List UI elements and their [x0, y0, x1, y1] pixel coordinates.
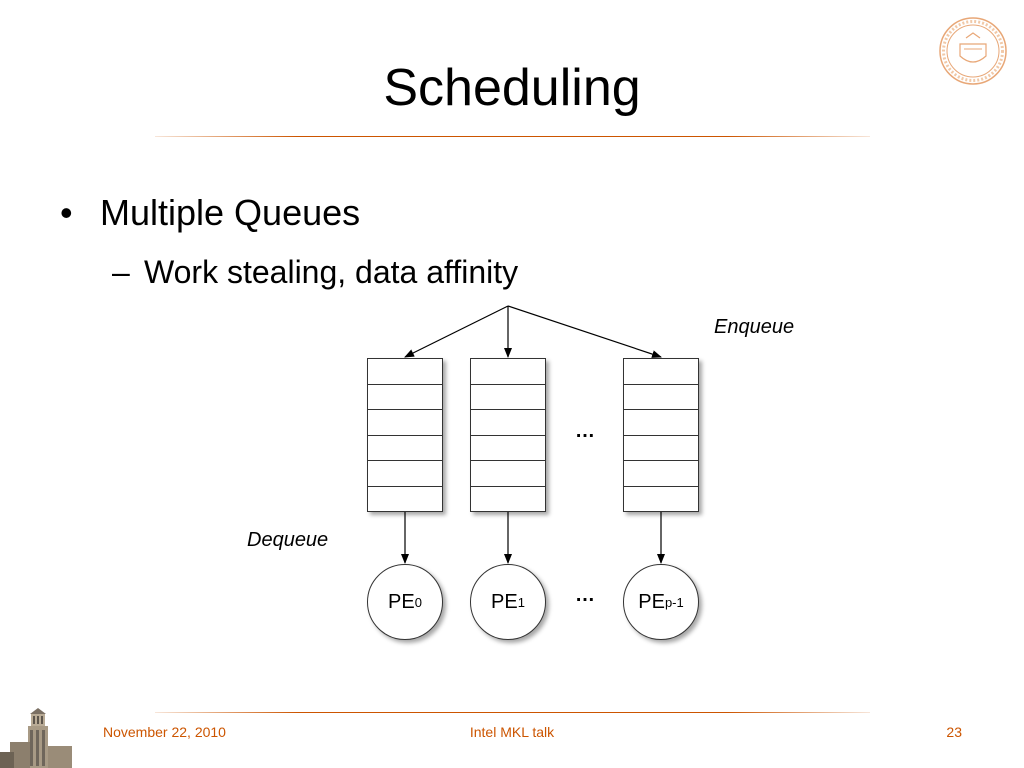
pe-label: PE: [388, 590, 415, 613]
pe-subscript: 1: [517, 594, 525, 610]
queue-0: [367, 358, 443, 512]
enqueue-label: Enqueue: [714, 316, 795, 338]
pe-label: PE: [491, 590, 518, 613]
footer-date: November 22, 2010: [103, 724, 226, 740]
footer-divider: [155, 712, 870, 713]
pe-subscript: p-1: [664, 594, 684, 610]
page-number: 23: [946, 724, 962, 740]
queue-ellipsis: …: [575, 420, 595, 442]
tower-image: [0, 706, 80, 768]
bullet-text: Work stealing, data affinity: [144, 254, 519, 290]
bullet-symbol: –: [112, 254, 130, 290]
pe-label: PE: [638, 590, 665, 613]
university-seal-logo: [939, 17, 1007, 85]
enqueue-arrow: [404, 305, 509, 358]
slide-title: Scheduling: [383, 59, 641, 117]
bullet-level1: • Multiple Queues: [60, 192, 360, 234]
pe-subscript: 0: [414, 594, 422, 610]
bullet-symbol: •: [60, 192, 73, 233]
bullet-text: Multiple Queues: [100, 192, 361, 233]
pe-ellipsis: …: [575, 584, 595, 606]
queue-p-1: [623, 358, 699, 512]
footer-title: Intel MKL talk: [469, 724, 555, 740]
dequeue-label: Dequeue: [247, 529, 329, 551]
bullet-level2: –Work stealing, data affinity: [112, 254, 518, 291]
title-divider: [155, 136, 870, 137]
queue-1: [470, 358, 546, 512]
enqueue-arrow: [507, 305, 662, 358]
